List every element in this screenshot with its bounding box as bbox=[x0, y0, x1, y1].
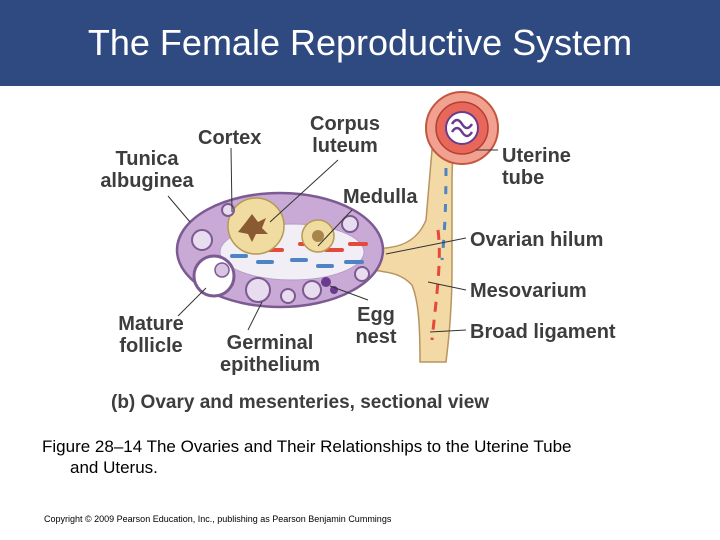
caption-line-1: Figure 28–14 The Ovaries and Their Relat… bbox=[42, 437, 572, 456]
label-tunica-albuginea: Tunica albuginea bbox=[100, 148, 194, 192]
leader-germinal-epithelium bbox=[247, 301, 263, 331]
label-mature-follicle: Mature follicle bbox=[118, 313, 184, 357]
leader-lines bbox=[167, 147, 498, 333]
label-corpus-luteum: Corpus luteum bbox=[310, 113, 380, 157]
follicle-4 bbox=[341, 215, 359, 233]
leader-medulla bbox=[317, 209, 353, 247]
follicle-1 bbox=[245, 277, 271, 303]
mature-follicle bbox=[192, 254, 236, 298]
label-mesovarium: Mesovarium bbox=[470, 280, 587, 302]
diagram-subtitle: (b) Ovary and mesenteries, sectional vie… bbox=[111, 392, 490, 413]
copyright-notice: Copyright © 2009 Pearson Education, Inc.… bbox=[44, 514, 392, 524]
title-bar bbox=[0, 0, 720, 86]
leader-tunica-albuginea bbox=[167, 195, 191, 223]
follicle-2 bbox=[191, 229, 213, 251]
label-uterine-tube: Uterine tube bbox=[502, 145, 571, 189]
leader-cortex bbox=[230, 147, 233, 213]
figure-caption: Figure 28–14 The Ovaries and Their Relat… bbox=[42, 436, 692, 478]
uterine-tube-mucosa bbox=[450, 118, 474, 138]
label-broad-ligament: Broad ligament bbox=[470, 321, 616, 343]
label-medulla: Medulla bbox=[343, 186, 418, 208]
corpus-luteum-core bbox=[238, 214, 268, 242]
caption-line-2: and Uterus. bbox=[70, 458, 158, 477]
mature-follicle-oocyte bbox=[214, 262, 230, 278]
uterine-tube-lumen bbox=[445, 111, 479, 145]
broad-ligament-shape bbox=[371, 111, 464, 363]
leader-mature-follicle bbox=[177, 287, 207, 317]
ligament-vessel-blue bbox=[440, 149, 448, 261]
medulla-vessel-blue bbox=[230, 254, 364, 268]
leader-ovarian-hilum bbox=[385, 237, 467, 255]
leader-egg-nest bbox=[329, 285, 369, 301]
slide-title: The Female Reproductive System bbox=[87, 22, 633, 63]
label-cortex: Cortex bbox=[198, 127, 262, 149]
ligament-vessel-red bbox=[430, 229, 441, 341]
label-ovarian-hilum: Ovarian hilum bbox=[470, 229, 604, 251]
leader-corpus-luteum bbox=[269, 159, 339, 223]
leader-broad-ligament bbox=[429, 329, 467, 333]
leader-mesovarium bbox=[427, 281, 467, 291]
follicle-7 bbox=[354, 266, 370, 282]
follicle-3 bbox=[302, 280, 322, 300]
egg-nest-cluster bbox=[321, 277, 331, 287]
follicle-5 bbox=[280, 288, 296, 304]
label-germinal-epithelium: Germinal epithelium bbox=[219, 332, 320, 376]
label-egg-nest: Egg nest bbox=[355, 304, 397, 348]
corpus-luteum-small-core bbox=[312, 230, 324, 242]
follicle-6 bbox=[221, 203, 235, 217]
